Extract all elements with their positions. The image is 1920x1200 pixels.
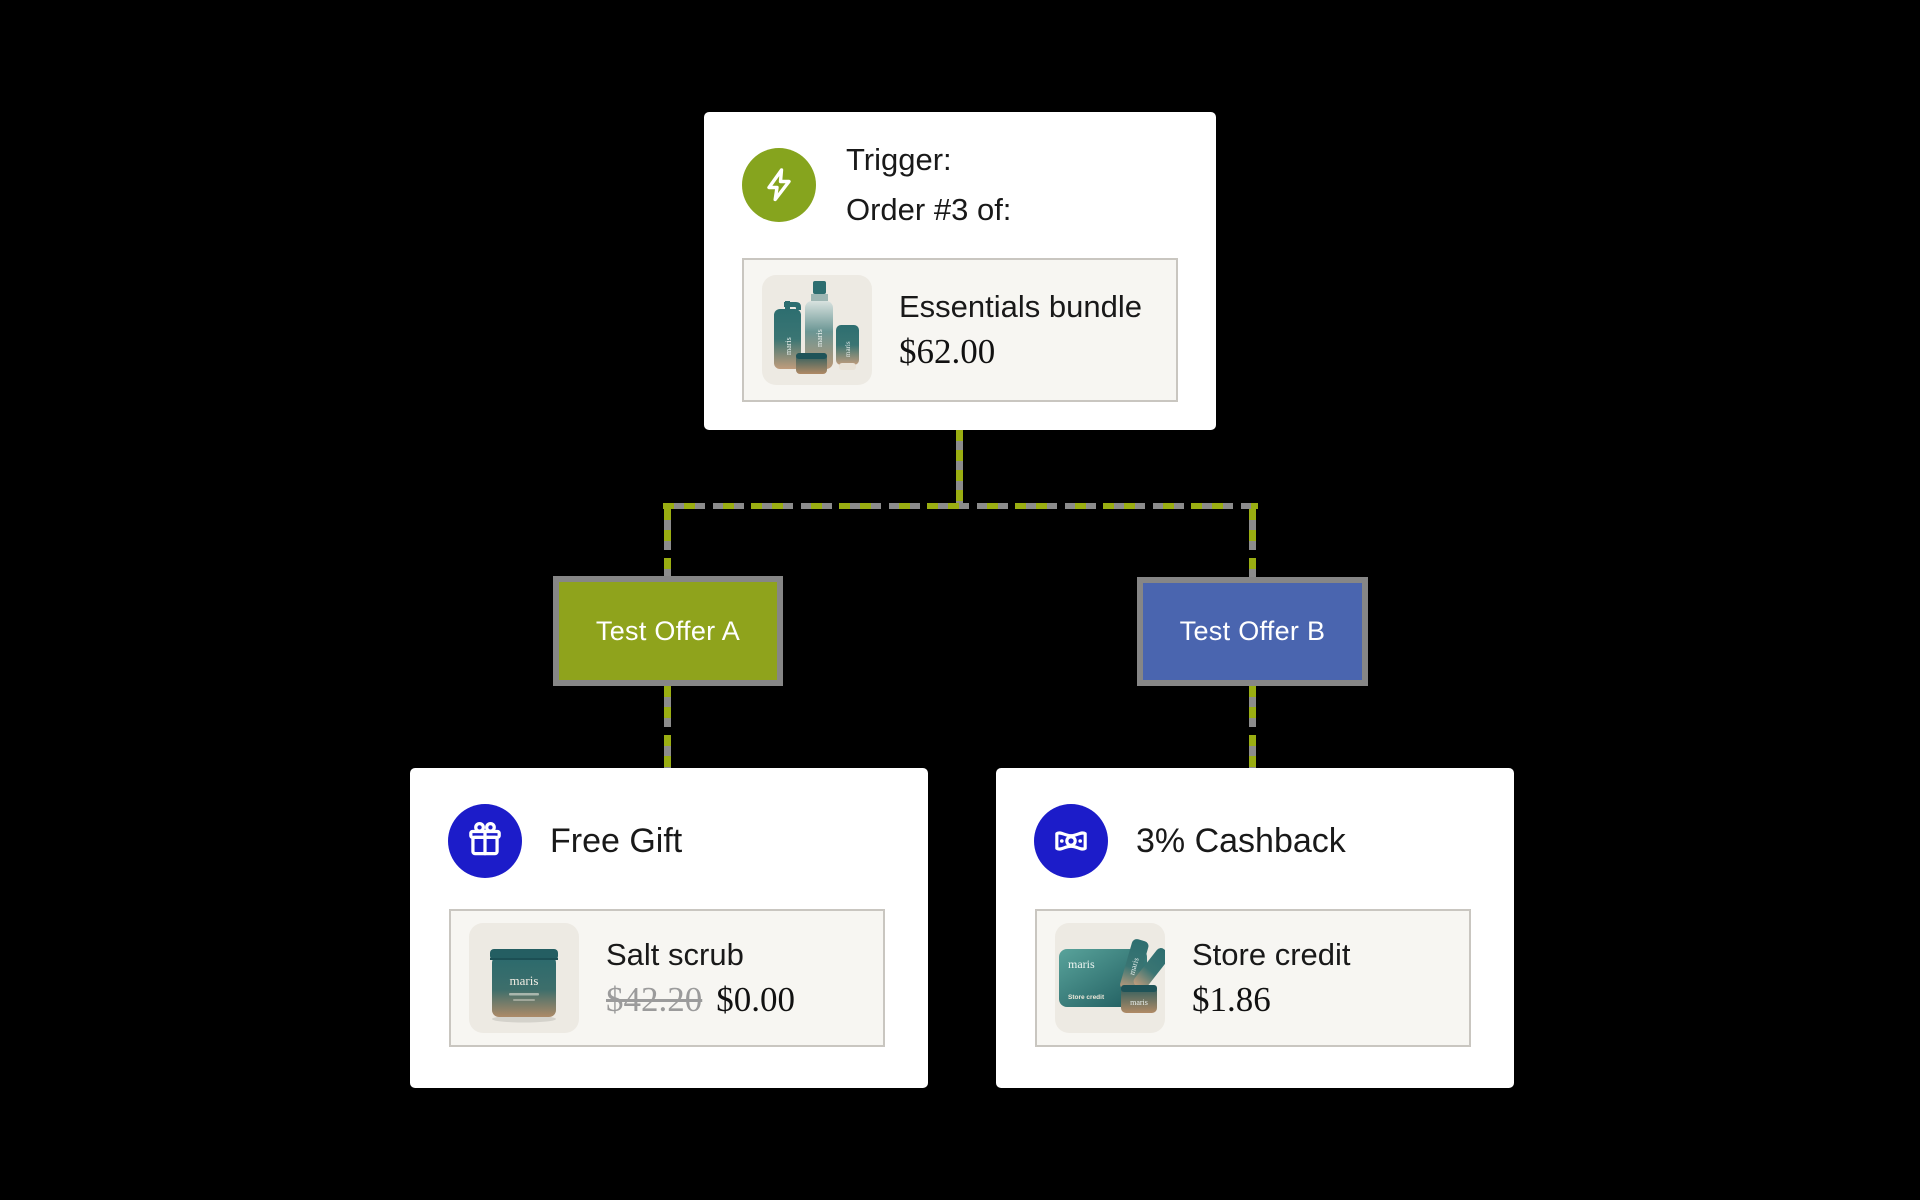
- connector-branch-a-top: [664, 509, 671, 576]
- salt-scrub-thumbnail: maris: [469, 923, 579, 1033]
- trigger-text: Trigger: Order #3 of:: [846, 135, 1011, 235]
- brand-text-card: maris: [1068, 957, 1095, 971]
- brand-text-tube: maris: [844, 341, 852, 357]
- store-credit-card-label: Store credit: [1068, 994, 1105, 1001]
- branch-node-test-offer-a: Test Offer A: [553, 576, 783, 686]
- lightning-icon: [742, 148, 816, 222]
- free-gift-title: Free Gift: [550, 821, 683, 860]
- free-gift-current-price: $0.00: [716, 979, 795, 1019]
- brand-text-bottle: maris: [784, 337, 793, 355]
- trigger-line2: Order #3 of:: [846, 192, 1012, 227]
- cashback-product-text: Store credit $1.86: [1192, 937, 1351, 1020]
- branch-b-label: Test Offer B: [1179, 616, 1326, 646]
- free-gift-card: Free Gift maris: [410, 768, 928, 1088]
- brand-text-spray: maris: [815, 329, 824, 347]
- cashback-card: 3% Cashback: [996, 768, 1514, 1088]
- connector-branch-b-top: [1249, 509, 1256, 577]
- free-gift-product-text: Salt scrub $42.20 $0.00: [606, 937, 795, 1020]
- connector-trigger-down: [956, 430, 963, 506]
- trigger-product-box: maris maris maris Essentials bundle $62.…: [742, 258, 1178, 402]
- brand-text-jar-2: maris: [1130, 998, 1148, 1007]
- free-gift-product-box: maris Salt scrub $42.20 $0.00: [449, 909, 885, 1047]
- branch-a-label: Test Offer A: [595, 615, 741, 646]
- cashback-product-box: maris Store credit maris maris Store cre…: [1035, 909, 1471, 1047]
- branch-node-test-offer-b: Test Offer B: [1137, 577, 1368, 686]
- connector-branch-a-bottom: [664, 686, 671, 768]
- free-gift-original-price: $42.20: [606, 979, 703, 1019]
- cashback-product-price: $1.86: [1192, 979, 1271, 1019]
- cashback-header: 3% Cashback: [1034, 803, 1346, 879]
- trigger-product-text: Essentials bundle $62.00: [899, 289, 1142, 372]
- free-gift-header: Free Gift: [448, 803, 682, 879]
- cash-icon: [1034, 804, 1108, 878]
- cashback-title: 3% Cashback: [1136, 821, 1346, 860]
- trigger-header: Trigger: Order #3 of:: [742, 135, 1011, 235]
- trigger-line1: Trigger:: [846, 142, 952, 177]
- cashback-product-name: Store credit: [1192, 936, 1351, 972]
- connector-horizontal: [663, 503, 1258, 509]
- brand-text-jar: maris: [510, 973, 539, 988]
- trigger-product-price: $62.00: [899, 331, 996, 371]
- free-gift-price-row: $42.20 $0.00: [606, 980, 795, 1020]
- gift-icon: [448, 804, 522, 878]
- free-gift-product-name: Salt scrub: [606, 936, 744, 972]
- trigger-product-name: Essentials bundle: [899, 288, 1142, 324]
- trigger-card: Trigger: Order #3 of:: [704, 112, 1216, 430]
- essentials-bundle-thumbnail: maris maris maris: [762, 275, 872, 385]
- connector-branch-b-bottom: [1249, 686, 1256, 768]
- store-credit-thumbnail: maris Store credit maris maris: [1055, 923, 1165, 1033]
